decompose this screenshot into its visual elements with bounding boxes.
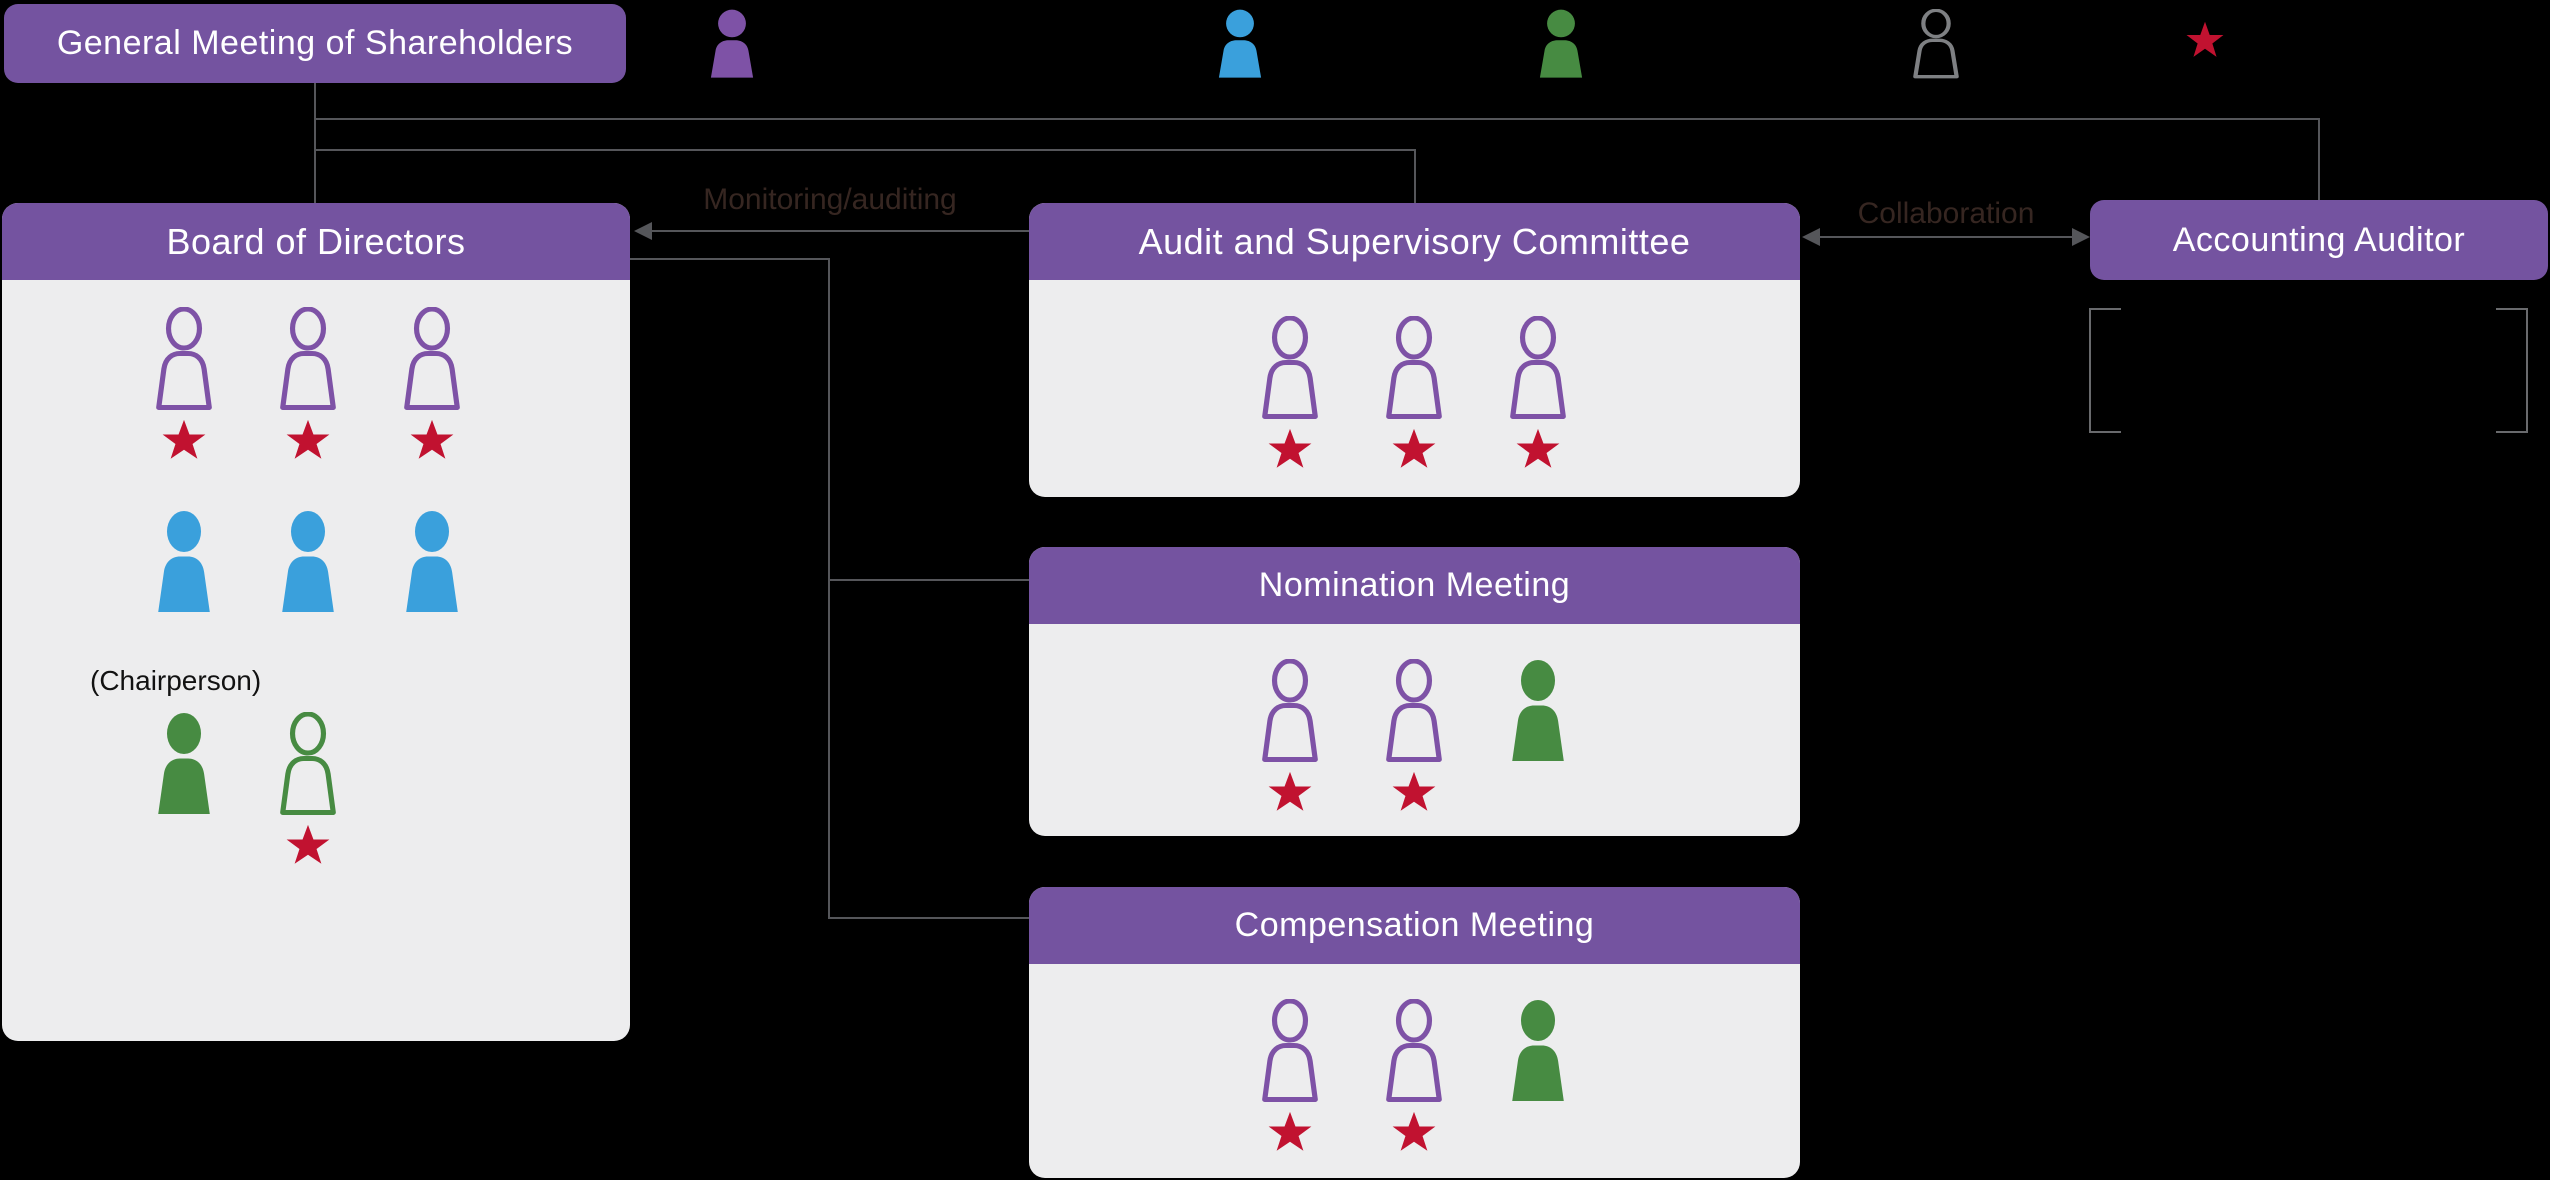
person-filled-icon <box>151 712 217 816</box>
board-outside-directors-row <box>151 307 465 460</box>
star-icon <box>1392 771 1436 811</box>
compensation-meeting-box: Compensation Meeting <box>1029 887 1800 1178</box>
general-meeting-box: General Meeting of Shareholders <box>4 4 626 83</box>
audit-committee-title: Audit and Supervisory Committee <box>1138 220 1691 262</box>
connector-branch-nomination <box>828 579 1029 581</box>
connector-gms-to-audit-committee <box>314 149 1416 151</box>
collaboration-label: Collaboration <box>1857 197 2035 230</box>
person-outline-icon <box>1381 999 1447 1152</box>
star-icon <box>286 419 330 459</box>
connector-auditor-drop <box>2318 118 2320 203</box>
board-of-directors-title: Board of Directors <box>166 220 466 262</box>
person-outline-icon <box>1257 999 1323 1152</box>
person-outline-icon <box>1257 659 1323 812</box>
star-icon <box>1392 1111 1436 1151</box>
chairperson-label: (Chairperson) <box>90 665 262 696</box>
person-outline-icon <box>275 712 341 865</box>
person-outline-icon <box>1381 316 1447 469</box>
board-internal-directors-row <box>151 510 465 614</box>
audit-committee-box: Audit and Supervisory Committee <box>1029 203 1800 497</box>
legend-green-person-icon <box>1534 9 1588 79</box>
legend-red-star-icon <box>2186 21 2224 58</box>
compensation-meeting-header: Compensation Meeting <box>1029 887 1800 964</box>
compensation-meeting-members-row <box>1257 999 1571 1152</box>
accounting-auditor-box: Accounting Auditor <box>2090 200 2548 280</box>
compensation-meeting-title: Compensation Meeting <box>1234 906 1595 944</box>
general-meeting-title: General Meeting of Shareholders <box>56 24 574 62</box>
star-icon <box>410 419 454 459</box>
connector-meetings-trunk <box>828 258 830 919</box>
person-filled-icon <box>1505 659 1571 763</box>
auditor-note-bracket <box>2089 308 2528 433</box>
legend-gray-outline-person-icon <box>1909 9 1963 79</box>
star-icon <box>1268 428 1312 468</box>
connector-audit-committee-drop <box>1414 149 1416 203</box>
collaboration-arrow-line <box>1818 236 2074 238</box>
person-outline-icon <box>275 307 341 460</box>
star-icon <box>1392 428 1436 468</box>
star-icon <box>286 824 330 864</box>
nomination-meeting-box: Nomination Meeting <box>1029 547 1800 836</box>
star-icon <box>1268 1111 1312 1151</box>
connector-branch-compensation <box>828 917 1029 919</box>
connector-board-to-trunk <box>630 258 830 260</box>
person-outline-icon <box>399 307 465 460</box>
star-icon <box>162 419 206 459</box>
collaboration-arrowhead-left <box>1802 228 1820 246</box>
audit-committee-members-row <box>1257 316 1571 469</box>
legend-purple-person-icon <box>705 9 759 79</box>
star-icon <box>1516 428 1560 468</box>
nomination-meeting-members-row <box>1257 659 1571 812</box>
star-icon <box>1268 771 1312 811</box>
collaboration-arrowhead-right <box>2072 228 2090 246</box>
nomination-meeting-title: Nomination Meeting <box>1258 566 1571 604</box>
person-outline-icon <box>1381 659 1447 812</box>
monitoring-arrowhead-left <box>634 222 652 240</box>
person-filled-icon <box>151 510 217 614</box>
person-outline-icon <box>1257 316 1323 469</box>
legend-blue-person-icon <box>1213 9 1267 79</box>
connector-gms-to-auditor <box>314 118 2320 120</box>
person-filled-icon <box>275 510 341 614</box>
person-outline-icon <box>1505 316 1571 469</box>
monitoring-label: Monitoring/auditing <box>703 183 957 216</box>
board-chair-row <box>151 712 341 865</box>
audit-committee-header: Audit and Supervisory Committee <box>1029 203 1800 280</box>
monitoring-arrow-line <box>650 230 1029 232</box>
person-outline-icon <box>151 307 217 460</box>
nomination-meeting-header: Nomination Meeting <box>1029 547 1800 624</box>
person-filled-icon <box>399 510 465 614</box>
person-filled-icon <box>1505 999 1571 1103</box>
board-of-directors-box: Board of Directors (Chairperson) <box>2 203 630 1041</box>
connector-gms-down <box>314 83 316 203</box>
accounting-auditor-title: Accounting Auditor <box>2172 220 2466 259</box>
board-of-directors-header: Board of Directors <box>2 203 630 280</box>
